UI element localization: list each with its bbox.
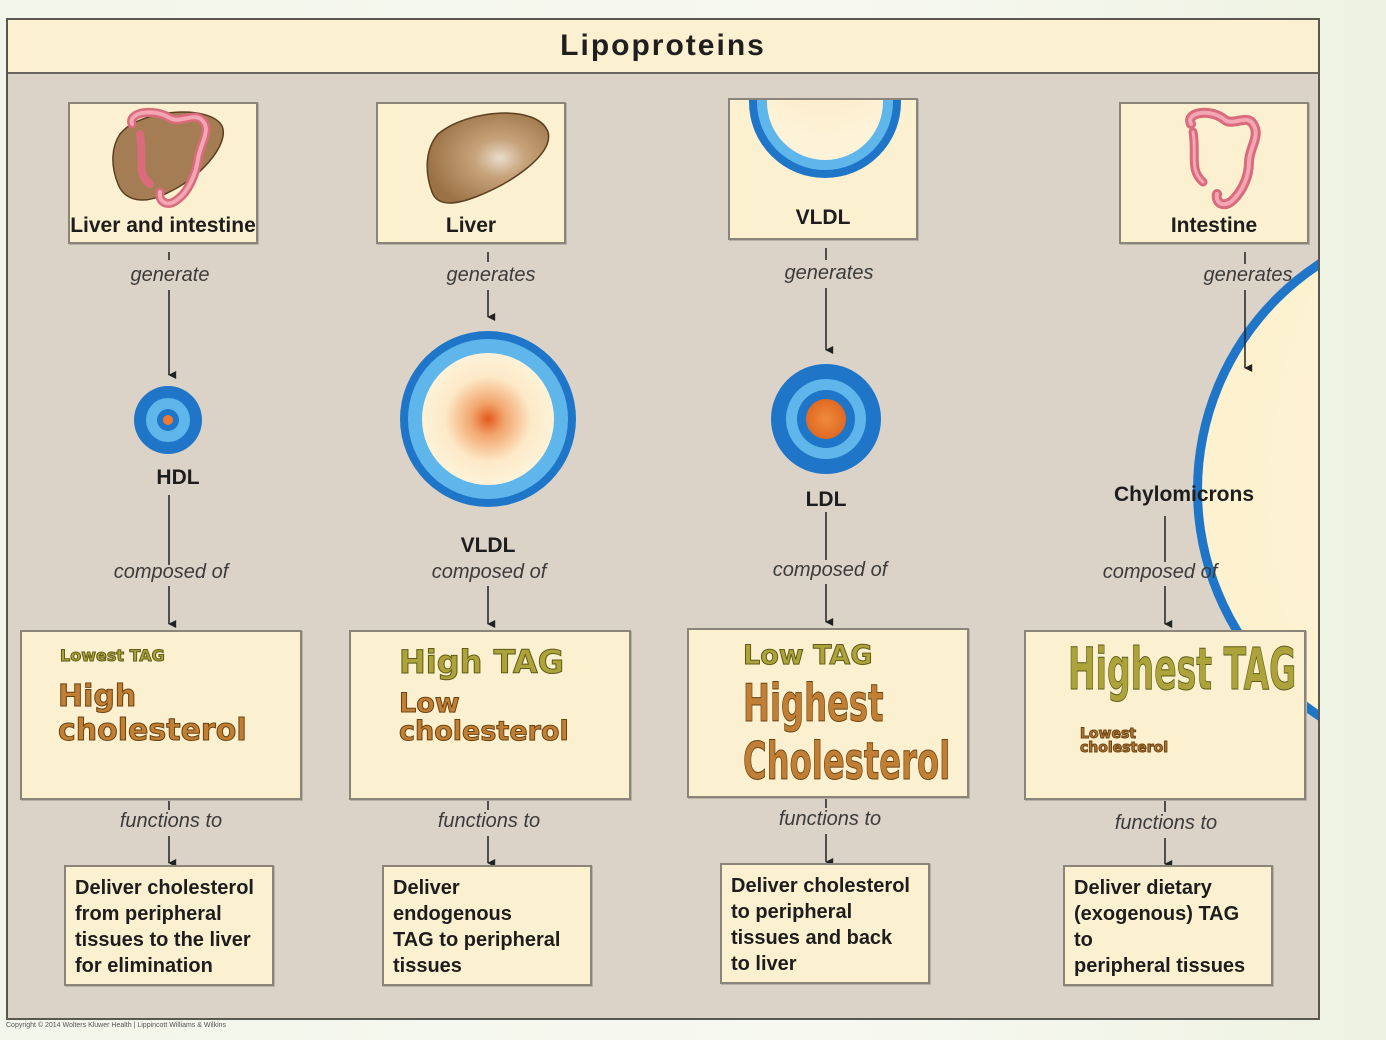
source-label: Intestine: [1170, 214, 1258, 237]
composition-box-vldl: High TAG Low cholesterol: [349, 630, 631, 800]
functions-to-label: functions to: [778, 808, 882, 830]
function-box-vldl: Deliver endogenous TAG to peripheral tis…: [382, 865, 592, 986]
cholesterol-level: cholesterol: [1079, 740, 1169, 756]
function-box-ldl: Deliver cholesterol to peripheral tissue…: [720, 863, 930, 984]
tag-level: High TAG: [399, 643, 565, 681]
composed-of-label: composed of: [1102, 561, 1218, 583]
source-box-liver-intestine: Liver and intestine: [68, 102, 258, 244]
composition-box-chylomicrons: Highest TAG Lowest cholesterol: [1024, 630, 1306, 800]
cholesterol-level: cholesterol: [58, 713, 248, 748]
connectors-and-particles: [134, 248, 1318, 868]
composed-of-label: composed of: [431, 561, 547, 583]
intestine-icon: [1185, 107, 1261, 210]
copyright-notice: Copyright © 2014 Wolters Kluwer Health |…: [6, 1022, 227, 1029]
functions-to-label: functions to: [437, 810, 541, 832]
page-title: Lipoproteins: [560, 29, 766, 62]
function-line: tissues: [393, 955, 462, 977]
function-line: TAG to peripheral: [393, 929, 561, 951]
generate-label: generates: [446, 264, 536, 286]
cholesterol-level: Lowest: [1080, 726, 1137, 742]
composition-box-hdl: Lowest TAG High cholesterol: [20, 630, 302, 800]
function-line: to liver: [731, 953, 797, 975]
vldl-icon: [749, 100, 901, 178]
liver-icon: [426, 112, 550, 204]
liver-intestine-icon: [112, 107, 225, 208]
functions-to-label: functions to: [1114, 812, 1218, 834]
composed-of-label: composed of: [772, 559, 888, 581]
particle-name: HDL: [156, 466, 200, 489]
lipoproteins-diagram: Lipoproteins: [6, 18, 1320, 1020]
particle-name: VLDL: [460, 534, 516, 557]
function-line: tissues to the liver: [75, 929, 251, 951]
source-label: VLDL: [795, 206, 851, 229]
tag-level: Low TAG: [742, 640, 873, 671]
generate-label: generates: [784, 262, 874, 284]
generate-label: generate: [130, 264, 210, 286]
cholesterol-level: Highest: [743, 674, 884, 734]
cholesterol-level: Low: [399, 688, 461, 719]
function-line: Deliver cholesterol: [75, 877, 254, 899]
function-line: from peripheral: [75, 903, 222, 925]
cholesterol-level: cholesterol: [399, 716, 570, 747]
cholesterol-level: Cholesterol: [743, 732, 951, 792]
composition-box-ldl: Low TAG Highest Cholesterol: [687, 628, 969, 798]
ldl-particle: [771, 364, 881, 474]
function-line: to peripheral: [731, 901, 853, 923]
vldl-particle: [400, 331, 576, 507]
source-label: Liver and intestine: [70, 214, 256, 237]
functions-to-label: functions to: [119, 810, 223, 832]
function-line: Deliver endogenous: [393, 877, 512, 925]
composed-of-label: composed of: [113, 561, 229, 583]
function-box-hdl: Deliver cholesterol from peripheral tiss…: [64, 865, 274, 986]
source-box-intestine: Intestine: [1119, 102, 1309, 244]
function-line: Deliver dietary: [1074, 877, 1212, 899]
source-box-vldl: VLDL: [728, 98, 918, 240]
particle-name: LDL: [805, 488, 847, 511]
generate-label: generates: [1203, 264, 1293, 286]
function-line: (exogenous) TAG to: [1074, 903, 1240, 951]
function-box-chylomicrons: Deliver dietary (exogenous) TAG to perip…: [1063, 865, 1273, 986]
function-line: peripheral tissues: [1074, 955, 1246, 977]
source-box-liver: Liver: [376, 102, 566, 244]
hdl-particle: [134, 386, 202, 454]
title-bar: Lipoproteins: [8, 20, 1318, 74]
chylomicron-particle: [1193, 259, 1318, 721]
particle-name: Chylomicrons: [1113, 483, 1255, 506]
tag-level: Highest TAG: [1068, 635, 1297, 703]
function-line: Deliver cholesterol: [731, 875, 910, 897]
function-line: for elimination: [75, 955, 213, 977]
cholesterol-level: High: [57, 679, 137, 714]
function-line: tissues and back: [731, 927, 893, 949]
tag-level: Lowest TAG: [60, 646, 166, 665]
source-label: Liver: [445, 214, 497, 237]
